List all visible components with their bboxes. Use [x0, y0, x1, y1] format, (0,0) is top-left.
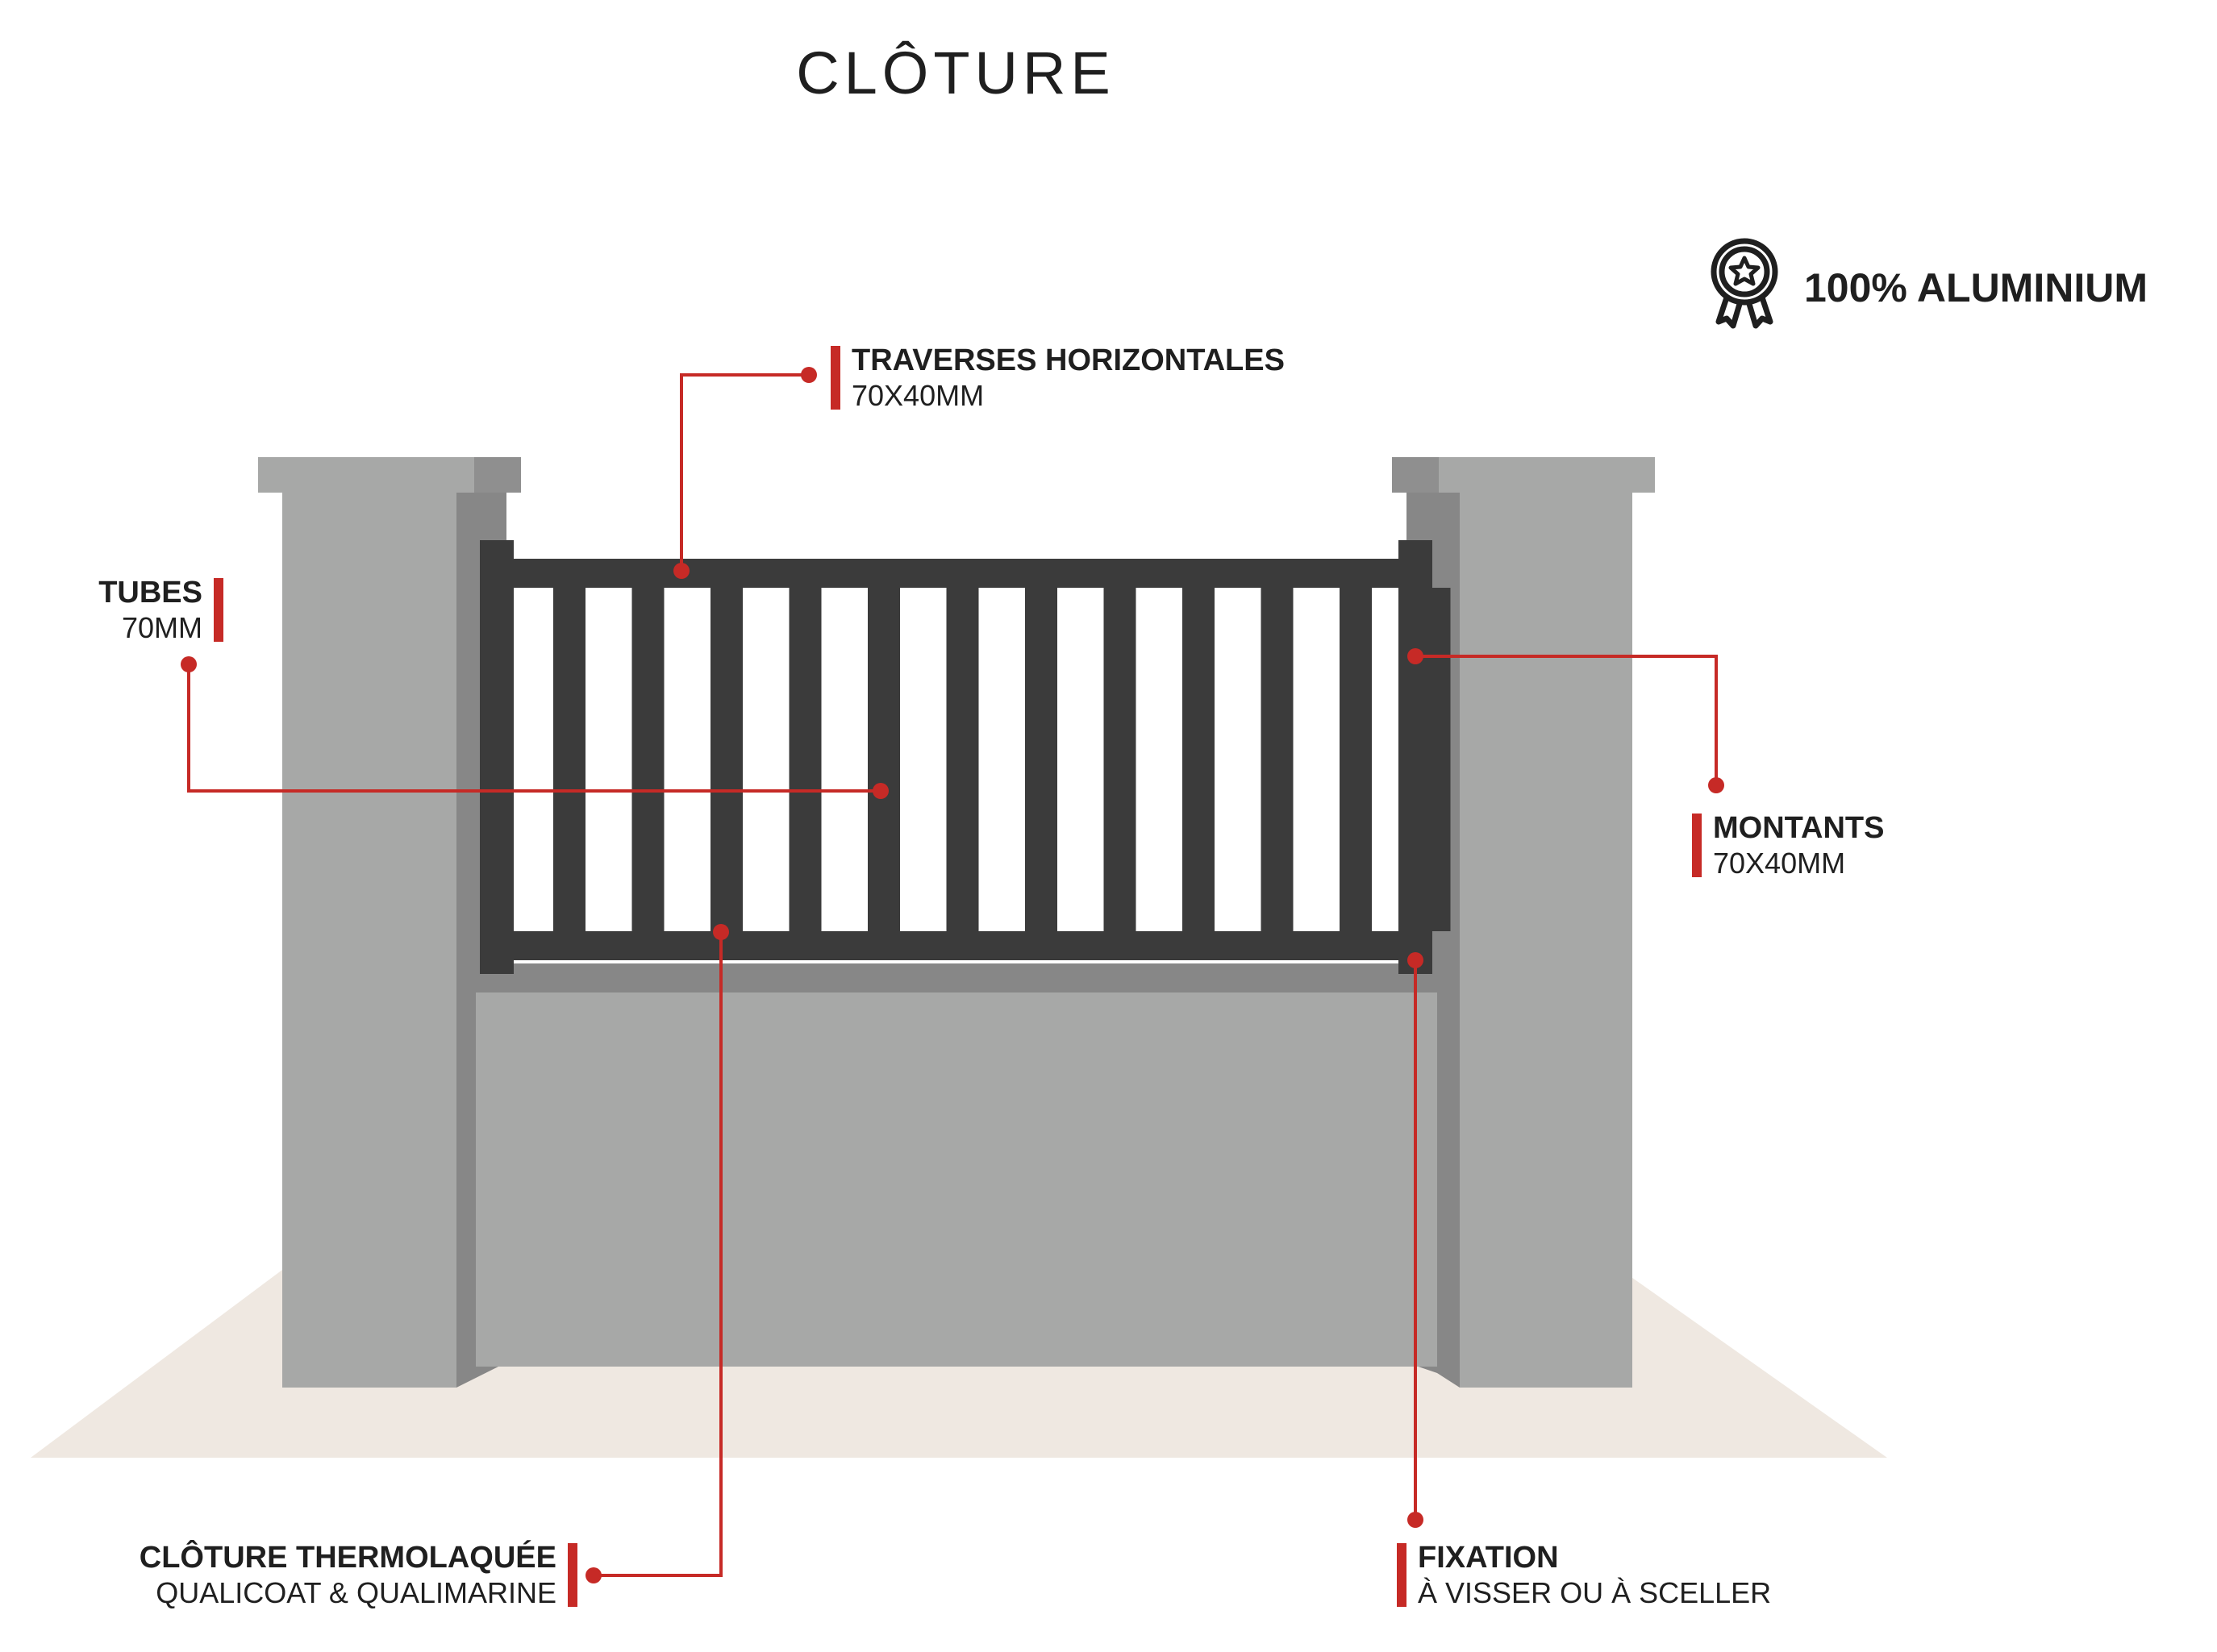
fence-slats: [553, 588, 1451, 931]
fence-slat: [631, 588, 665, 931]
label-accent-bar: [568, 1543, 577, 1608]
fence-slat: [1340, 588, 1372, 931]
fence-slat: [553, 588, 586, 931]
label-montants: MONTANTS 70X40MM: [1692, 810, 1885, 880]
label-title: TUBES: [98, 576, 202, 610]
callout-line-montants: [1415, 655, 1718, 785]
callout-line-traverses: [680, 373, 809, 571]
fence-slat: [789, 588, 822, 931]
award-medal-icon: [1711, 238, 1778, 329]
label-subtitle: QUALICOAT & QUALIMARINE: [156, 1575, 556, 1609]
label-title: MONTANTS: [1713, 811, 1885, 845]
label-accent-bar: [1397, 1543, 1406, 1608]
fence-slat: [1418, 588, 1451, 931]
left-pillar: [258, 457, 521, 1388]
label-tubes: TUBES 70MM: [98, 575, 223, 645]
callout-lines: [187, 373, 1718, 1577]
fence-slat: [1103, 588, 1136, 931]
callout-line-thermolaquee: [594, 932, 723, 1577]
label-title: TRAVERSES HORIZONTALES: [852, 343, 1285, 377]
label-traverses: TRAVERSES HORIZONTALES 70X40MM: [831, 343, 1285, 413]
fence-slat: [1261, 588, 1294, 931]
label-fixation: FIXATION À VISSER OU À SCELLER: [1397, 1540, 1771, 1610]
label-accent-bar: [214, 578, 223, 643]
label-subtitle: 70MM: [121, 610, 202, 644]
low-wall: [476, 963, 1437, 1367]
fence-panel: [480, 540, 1451, 974]
label-title: CLÔTURE THERMOLAQUÉE: [139, 1541, 556, 1575]
label-subtitle: À VISSER OU À SCELLER: [1418, 1575, 1772, 1609]
label-thermolaquee: CLÔTURE THERMOLAQUÉE QUALICOAT & QUALIMA…: [140, 1540, 577, 1610]
callout-line-tubes: [187, 664, 881, 793]
label-accent-bar: [1692, 814, 1702, 878]
label-subtitle: 70X40MM: [852, 378, 985, 412]
label-accent-bar: [831, 346, 840, 410]
fence-slat: [946, 588, 979, 931]
fence-slat: [1025, 588, 1057, 931]
callout-dots: [181, 367, 1724, 1583]
badge-text: 100% ALUMINIUM: [1804, 265, 2148, 310]
fence-slat: [1182, 588, 1215, 931]
fence-slat: [711, 588, 743, 931]
fence-slat: [868, 588, 900, 931]
label-subtitle: 70X40MM: [1713, 846, 1846, 880]
label-title: FIXATION: [1418, 1541, 1559, 1575]
page-title: CLÔTURE: [796, 40, 1115, 106]
